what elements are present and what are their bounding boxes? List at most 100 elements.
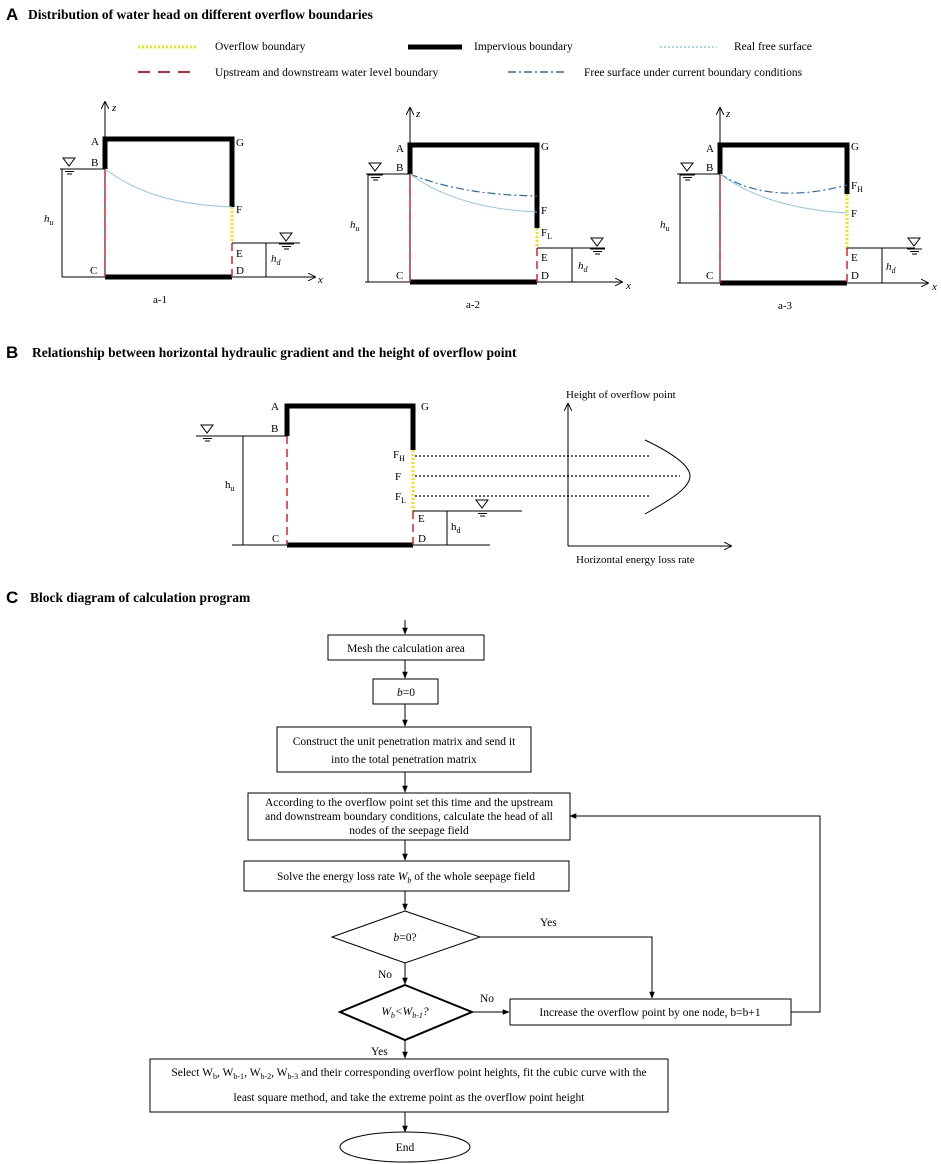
section-a-letter: A xyxy=(6,5,18,24)
flowchart: Mesh the calculation area b=0 Construct … xyxy=(149,620,821,1163)
point-b: B xyxy=(91,157,98,169)
x-axis-label: x xyxy=(317,274,323,286)
point-a: A xyxy=(91,136,99,148)
section-a-title: Distribution of water head on different … xyxy=(28,7,373,22)
point-d: D xyxy=(541,270,549,282)
point-g: G xyxy=(541,141,549,153)
calculate-box xyxy=(247,792,571,841)
mesh-text: Mesh the calculation area xyxy=(347,643,465,655)
decision-w xyxy=(337,983,475,1042)
point-a: A xyxy=(706,143,714,155)
init-box xyxy=(372,678,439,705)
point-c: C xyxy=(272,533,279,545)
increase-text: Increase the overflow point by one node,… xyxy=(539,1007,760,1019)
x-axis-label: x xyxy=(625,280,631,292)
x-axis-label: x xyxy=(931,281,937,293)
legend: Overflow boundary Impervious boundary Re… xyxy=(138,41,812,79)
point-f: F xyxy=(236,204,242,216)
impervious-top xyxy=(717,142,850,194)
water-symbol-down xyxy=(475,499,490,517)
point-b: B xyxy=(396,162,403,174)
construct-box xyxy=(276,726,532,773)
real-free-surface xyxy=(719,173,848,214)
section-c-letter: C xyxy=(6,588,18,607)
calculate-text-3: nodes of the seepage field xyxy=(349,825,469,837)
init-text: b=0 xyxy=(397,687,415,699)
point-d: D xyxy=(418,533,426,545)
current-free-surface xyxy=(719,173,848,194)
point-c: C xyxy=(706,270,713,282)
real-free-surface xyxy=(104,168,233,208)
legend-real-surface-label: Real free surface xyxy=(734,41,812,53)
point-fl: FL xyxy=(541,227,552,241)
point-f: F xyxy=(541,205,547,217)
diagram-a2: z x A B C D E F FL G hu hd a-2 xyxy=(350,108,631,311)
point-f: F xyxy=(851,208,857,220)
section-b-letter: B xyxy=(6,343,18,362)
point-fh: FH xyxy=(393,449,405,463)
point-b: B xyxy=(271,423,278,435)
legend-overflow-label: Overflow boundary xyxy=(215,41,306,53)
real-free-surface xyxy=(409,173,538,213)
energy-loss-curve xyxy=(644,439,691,515)
mesh-box xyxy=(327,634,485,661)
water-symbol-up xyxy=(680,162,695,181)
select-text-2: least square method, and take the extrem… xyxy=(234,1092,586,1104)
decision-b0 xyxy=(330,910,482,964)
point-d: D xyxy=(236,265,244,277)
z-axis-label: z xyxy=(725,108,731,120)
point-g: G xyxy=(236,137,244,149)
point-e: E xyxy=(851,252,858,264)
point-f: F xyxy=(395,471,401,483)
point-fh: FH xyxy=(851,180,863,194)
point-d: D xyxy=(851,270,859,282)
construct-text-2: into the total penetration matrix xyxy=(331,754,477,766)
no-label-2: No xyxy=(480,993,494,1005)
end-terminal xyxy=(339,1131,471,1163)
current-free-surface xyxy=(409,173,538,197)
solve-box xyxy=(243,860,570,892)
yes-arrow xyxy=(480,936,655,999)
impervious-top xyxy=(102,136,235,207)
decision-w-text: Wb<Wb-1? xyxy=(381,1006,429,1020)
height-axis-label: Height of overflow point xyxy=(566,389,676,401)
water-symbol-up xyxy=(200,424,215,442)
no-label-1: No xyxy=(378,969,392,981)
z-axis-label: z xyxy=(415,108,421,120)
point-b: B xyxy=(706,162,713,174)
calculate-text-1: According to the overflow point set this… xyxy=(265,797,553,809)
decision-b0-text: b=0? xyxy=(393,932,416,944)
water-symbol-down xyxy=(907,237,922,255)
point-e: E xyxy=(236,248,243,260)
hd-label: hd xyxy=(451,521,461,535)
legend-current-surface-label: Free surface under current boundary cond… xyxy=(584,67,803,79)
point-c: C xyxy=(90,265,97,277)
hu-label: hu xyxy=(350,219,360,233)
select-text-1: Select Wb, Wb-1, Wb-2, Wb-3 and their co… xyxy=(171,1067,646,1081)
calculate-text-2: and downstream boundary conditions, calc… xyxy=(265,811,553,823)
select-box xyxy=(149,1058,669,1113)
caption-a2: a-2 xyxy=(466,299,480,311)
diagram-a3: z x A B C D E F FH G hu hd a-3 xyxy=(660,108,937,312)
hd-label: hd xyxy=(886,261,897,275)
point-a: A xyxy=(396,143,404,155)
loop-arrow xyxy=(569,813,821,1013)
legend-water-level-label: Upstream and downstream water level boun… xyxy=(215,67,438,79)
impervious-top xyxy=(284,403,416,450)
point-e: E xyxy=(418,513,425,525)
water-symbol-down xyxy=(279,232,294,250)
point-e: E xyxy=(541,252,548,264)
diagram-a1: z x A B C D E F G hu hd a-1 xyxy=(44,102,323,306)
point-g: G xyxy=(851,141,859,153)
hu-label: hu xyxy=(660,219,670,233)
diagram-b: Height of overflow point Horizontal ener… xyxy=(196,389,731,566)
legend-impervious-label: Impervious boundary xyxy=(474,41,573,53)
hd-label: hd xyxy=(578,260,589,274)
point-fl: FL xyxy=(395,491,406,505)
energy-loss-axis-label: Horizontal energy loss rate xyxy=(576,554,695,566)
point-a: A xyxy=(271,401,279,413)
caption-a3: a-3 xyxy=(778,300,793,312)
solve-text: Solve the energy loss rate Wb of the who… xyxy=(277,871,535,885)
caption-a1: a-1 xyxy=(153,294,167,306)
